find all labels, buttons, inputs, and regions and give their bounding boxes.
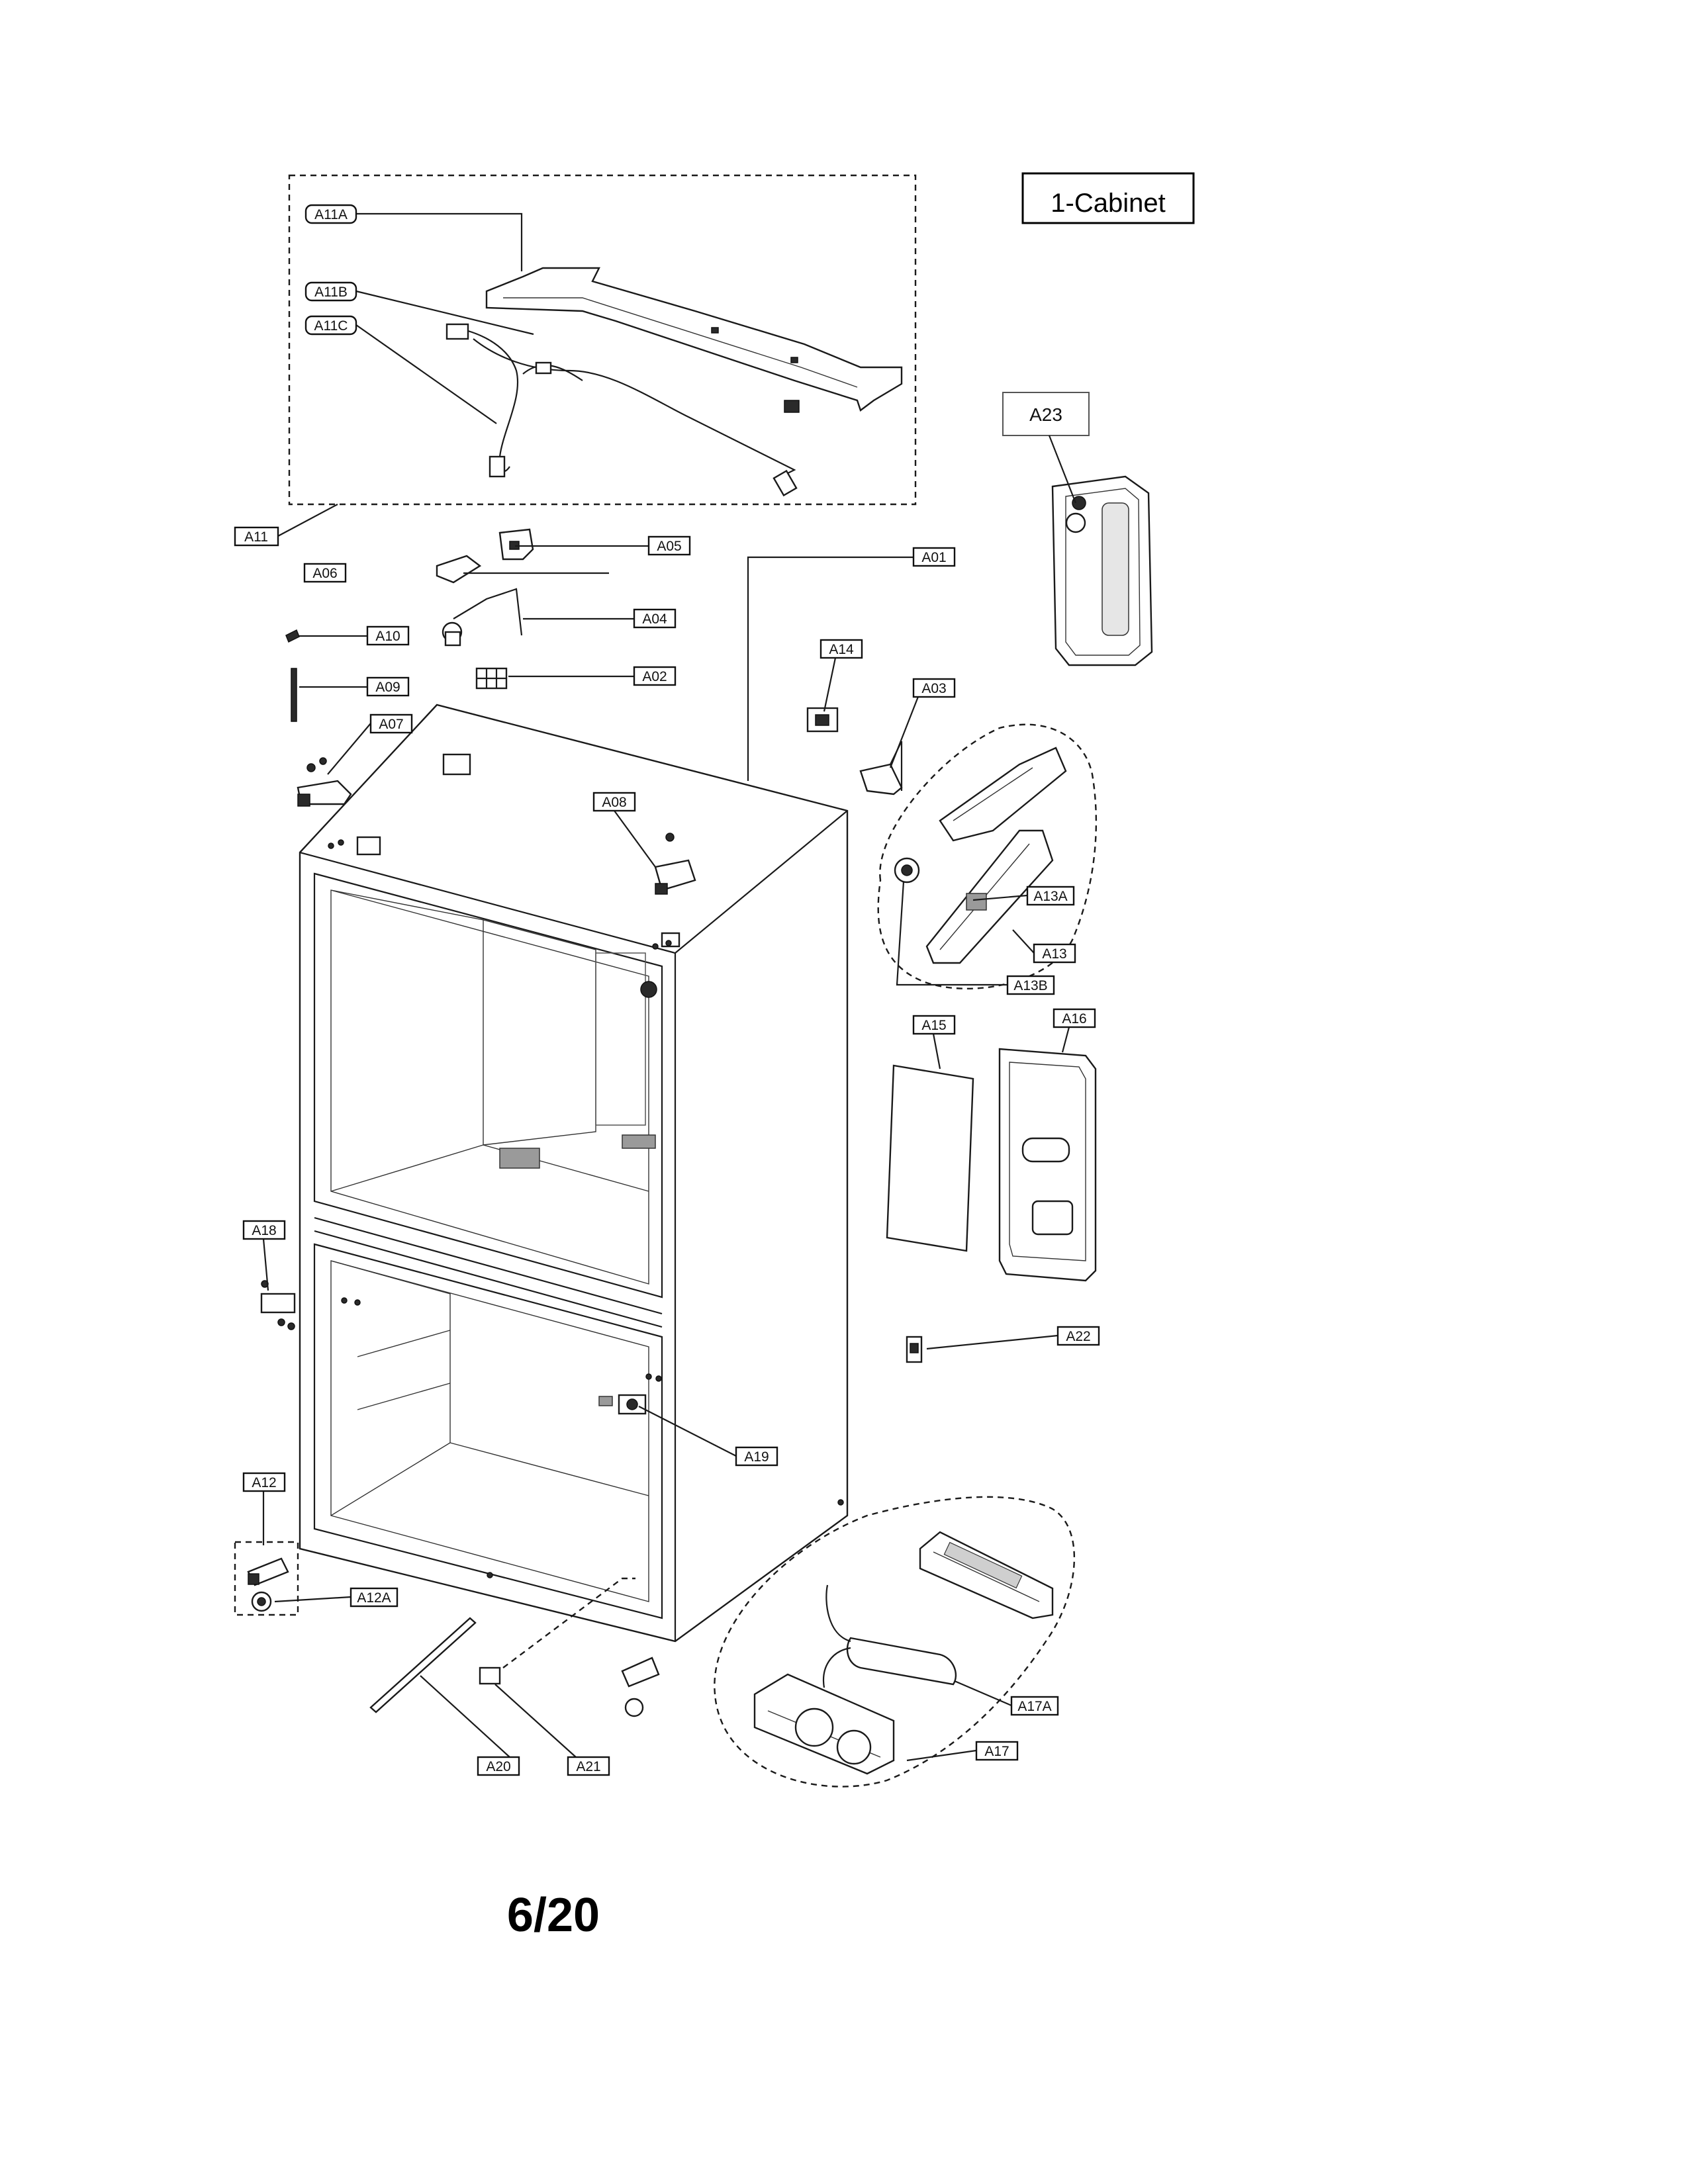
a17-housing-part — [753, 1673, 895, 1775]
a17a-filter-part — [822, 1584, 957, 1688]
callout-a21: A21 — [567, 1756, 610, 1776]
callout-a18-label: A18 — [252, 1223, 276, 1238]
callout-a17-label: A17 — [984, 1744, 1009, 1759]
callout-a13: A13 — [1033, 943, 1076, 964]
callout-a06: A06 — [303, 563, 347, 583]
a11a-bracket-part — [485, 267, 903, 413]
a09-part — [291, 668, 297, 722]
callout-a19: A19 — [735, 1446, 778, 1467]
callout-a10: A10 — [366, 625, 410, 646]
a20-part — [369, 1617, 477, 1713]
callout-a15: A15 — [912, 1015, 956, 1035]
callout-a11-label: A11 — [244, 529, 268, 545]
callout-a11c: A11C — [305, 315, 357, 336]
callout-a11a: A11A — [305, 204, 357, 224]
a13-group-boundary — [877, 723, 1098, 990]
callout-a13b-label: A13B — [1013, 978, 1047, 993]
callout-a11b: A11B — [305, 281, 357, 302]
callout-a13b: A13B — [1006, 975, 1055, 995]
callout-a19-label: A19 — [744, 1449, 769, 1465]
section-title: 1-Cabinet — [1051, 189, 1165, 218]
a12-part — [247, 1557, 289, 1612]
a12-group-boundary — [234, 1541, 299, 1616]
callout-a03: A03 — [912, 678, 956, 698]
callout-a01-label: A01 — [921, 550, 946, 565]
page-number: 6/20 — [507, 1889, 600, 1942]
callout-a12: A12 — [242, 1472, 286, 1492]
callout-a17a: A17A — [1010, 1696, 1059, 1716]
callout-a20: A20 — [477, 1756, 520, 1776]
a08-part — [654, 833, 696, 895]
callout-a18: A18 — [242, 1220, 286, 1240]
callout-a11a-label: A11A — [314, 207, 348, 222]
callout-a05: A05 — [647, 535, 691, 556]
callout-a11c-label: A11C — [314, 318, 348, 334]
cabinet-body-part — [299, 704, 849, 1643]
callout-a02: A02 — [633, 666, 677, 686]
callout-a04: A04 — [633, 608, 677, 629]
callout-a11: A11 — [234, 526, 279, 547]
callout-a12a-label: A12A — [357, 1590, 391, 1606]
callout-a20-label: A20 — [486, 1759, 510, 1774]
a18-part — [260, 1280, 296, 1330]
a15-part — [886, 1064, 974, 1252]
callout-a12-label: A12 — [252, 1475, 276, 1490]
a11-group-boundary — [288, 174, 917, 506]
callout-a05-label: A05 — [657, 539, 681, 554]
callout-a04-label: A04 — [642, 612, 667, 627]
leader-lines — [262, 212, 1070, 1762]
callout-a12a: A12A — [350, 1587, 399, 1608]
callout-a09-label: A09 — [375, 680, 400, 695]
callout-a13a-label: A13A — [1033, 889, 1067, 904]
a23-label-box: A23 — [1002, 392, 1090, 504]
callout-a17a-label: A17A — [1017, 1699, 1051, 1714]
callout-a11b-label: A11B — [314, 285, 348, 300]
a03-part — [859, 741, 903, 796]
callout-a14: A14 — [820, 639, 863, 659]
a22-part — [906, 1336, 923, 1363]
a21-part — [479, 1577, 635, 1685]
callout-a14-label: A14 — [829, 642, 854, 657]
callout-a13-label: A13 — [1042, 946, 1066, 962]
callout-a15-label: A15 — [921, 1018, 946, 1033]
a06-part — [436, 555, 482, 584]
a10-part — [285, 629, 300, 643]
a23-label: A23 — [1029, 404, 1062, 425]
callout-a10-label: A10 — [375, 629, 400, 644]
a16-part — [998, 1048, 1097, 1282]
callout-a16-label: A16 — [1062, 1011, 1086, 1026]
callout-a13a: A13A — [1026, 886, 1075, 906]
callout-a08-label: A08 — [602, 795, 626, 810]
callout-a16: A16 — [1053, 1008, 1096, 1028]
a17-group-boundary — [714, 1496, 1076, 1788]
callout-a17: A17 — [975, 1741, 1019, 1761]
callout-a08: A08 — [592, 792, 636, 812]
callout-a02-label: A02 — [642, 669, 667, 684]
a23-part — [1051, 475, 1153, 666]
a05-part — [498, 528, 534, 561]
a11c-wire-harness-part — [445, 323, 798, 497]
a07-part — [297, 757, 352, 807]
a14-part — [806, 707, 839, 733]
callout-a06-label: A06 — [312, 566, 337, 581]
callout-a22: A22 — [1056, 1326, 1100, 1346]
callout-a21-label: A21 — [576, 1759, 600, 1774]
a17-cover-part — [919, 1531, 1054, 1619]
a02-part — [475, 667, 508, 690]
callout-a01: A01 — [912, 547, 956, 567]
callout-a09: A09 — [366, 676, 410, 697]
callout-a22-label: A22 — [1066, 1329, 1090, 1344]
section-title-box: 1-Cabinet — [1021, 172, 1195, 224]
callout-a03-label: A03 — [921, 681, 946, 696]
callout-a07: A07 — [369, 713, 413, 734]
a04-part — [442, 588, 523, 647]
bottom-bracket-part — [621, 1657, 660, 1717]
callout-a07-label: A07 — [379, 717, 403, 732]
a13-housing-part — [894, 747, 1067, 964]
